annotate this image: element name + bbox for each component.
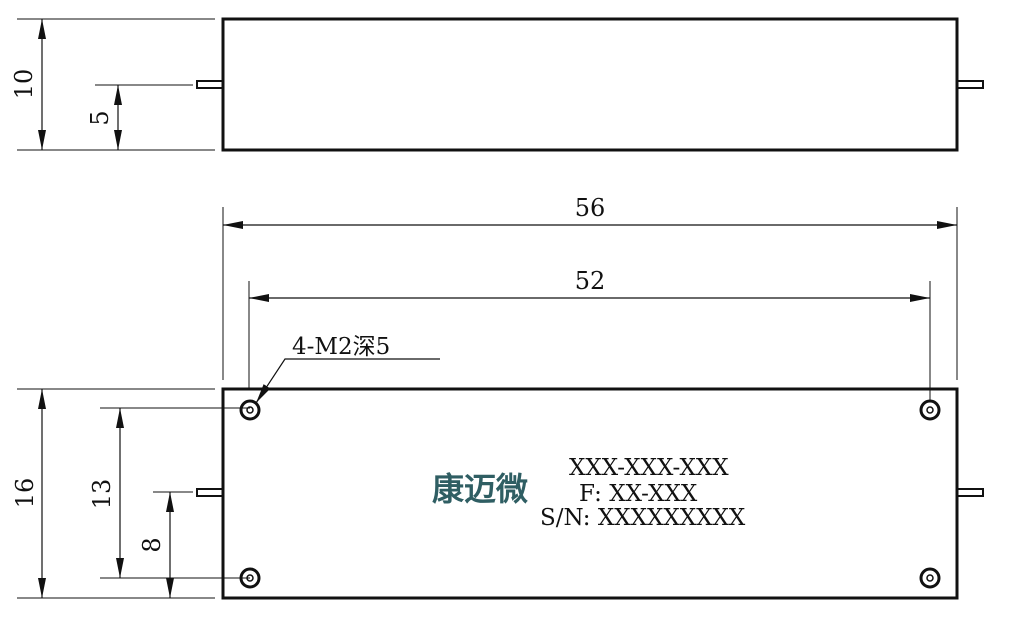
mounting-hole-bottom-right bbox=[919, 567, 941, 589]
part-number-label: XXX-XXX-XXX bbox=[569, 455, 729, 481]
hole-callout-label: 4-M2深5 bbox=[292, 334, 390, 360]
top-length-dimension-label: 56 bbox=[575, 194, 606, 222]
top-view-right-pin bbox=[956, 488, 984, 497]
top-height-dimension-label: 16 bbox=[11, 478, 39, 509]
top-hole-spacing-height-dimension-label: 13 bbox=[88, 479, 116, 510]
serial-number-label: S/N: XXXXXXXXX bbox=[540, 505, 746, 531]
top-view: 56 52 16 13 8 4-M2深5 康迈微 XXX-XXX-XXX F: … bbox=[11, 194, 984, 600]
frequency-label: F: XX-XXX bbox=[579, 481, 698, 507]
mounting-hole-top-right bbox=[919, 399, 941, 421]
side-view: 10 5 bbox=[10, 17, 984, 152]
side-view-left-pin bbox=[196, 80, 224, 89]
mounting-hole-top-left bbox=[239, 399, 261, 421]
side-pin-height-dimension-label: 5 bbox=[86, 110, 114, 125]
top-view-left-pin bbox=[196, 488, 224, 497]
side-height-dimension-label: 10 bbox=[10, 69, 38, 100]
top-hole-spacing-length-dimension-label: 52 bbox=[575, 267, 606, 295]
hole-callout-leader bbox=[255, 358, 440, 404]
brand-logo: 康迈微 bbox=[432, 470, 528, 508]
top-pin-height-dimension-label: 8 bbox=[138, 537, 166, 552]
side-view-right-pin bbox=[956, 80, 984, 89]
side-view-body bbox=[221, 17, 959, 152]
